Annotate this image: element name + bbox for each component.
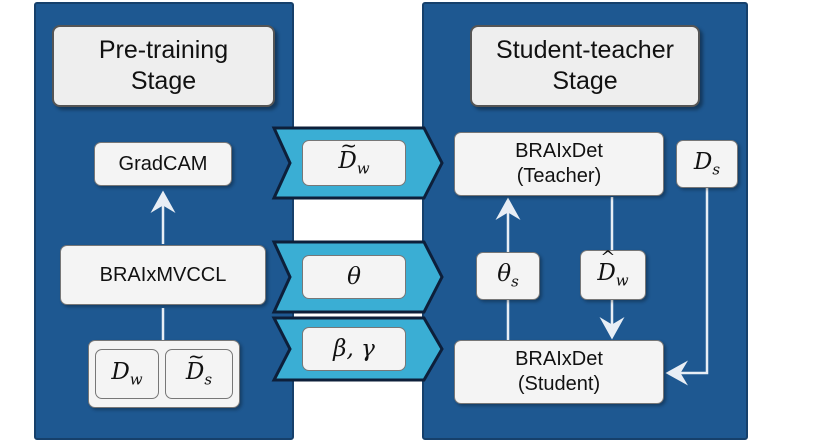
ds-to-student-arrow bbox=[665, 188, 709, 386]
ds-tilde-input-box: Ds bbox=[165, 344, 233, 399]
pretraining-stage-title: Pre-training Stage bbox=[52, 25, 275, 107]
pretraining-inputs-node: Dw Ds bbox=[88, 340, 240, 408]
teacher-node: BRAIxDet (Teacher) bbox=[454, 132, 664, 196]
student-teacher-stage-title: Student-teacher Stage bbox=[470, 25, 700, 107]
dw-tilde-transfer-label: Dw bbox=[302, 133, 406, 186]
beta-gamma-transfer-label: β, γ bbox=[302, 327, 406, 371]
theta-s-node: θs bbox=[476, 252, 540, 300]
theta-transfer-label: θ bbox=[302, 255, 406, 299]
dw-input-box: Dw bbox=[95, 349, 159, 399]
gradcam-node: GradCAM bbox=[94, 142, 232, 186]
ds-label-node: Ds bbox=[676, 140, 738, 188]
braixmvccl-node: BRAIxMVCCL bbox=[60, 245, 266, 305]
dw-hat-node: Dw bbox=[580, 247, 646, 300]
student-node: BRAIxDet (Student) bbox=[454, 340, 664, 404]
